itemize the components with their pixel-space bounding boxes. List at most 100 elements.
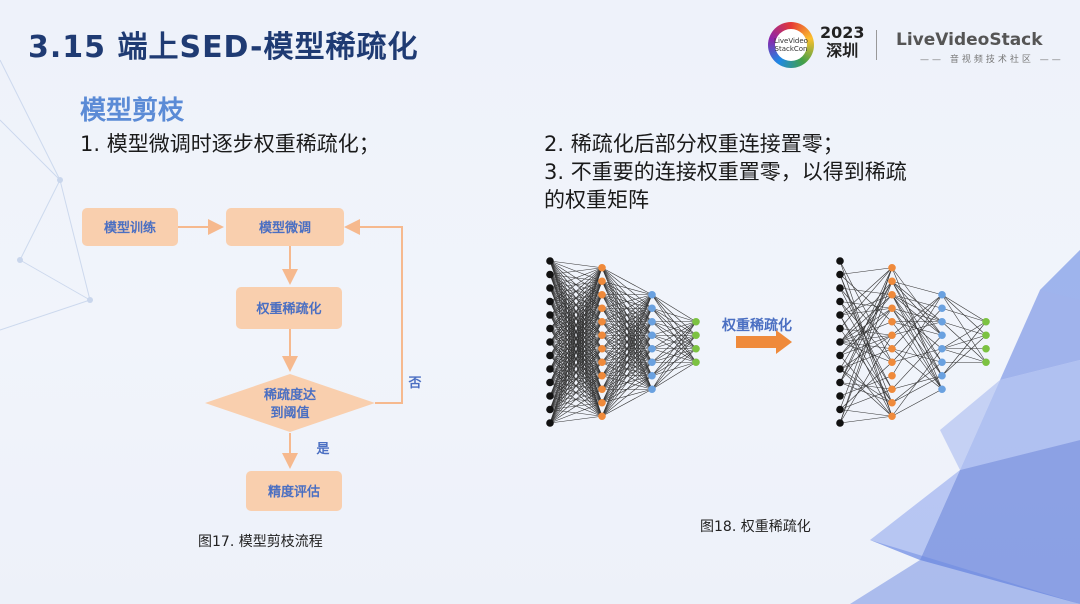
dense-neuron-1-2 (598, 290, 606, 299)
dense-neuron-0-9 (546, 378, 554, 387)
sparse-neuron-2-2 (938, 317, 946, 326)
dense-neuron-2-7 (648, 385, 656, 394)
dense-edge-2-7-0 (651, 321, 697, 390)
dense-edge-0-12-0 (549, 267, 603, 424)
sparse-edge-0-9-1 (839, 281, 893, 383)
sparse-neuron-1-3 (888, 304, 896, 313)
event-year: 2023 (820, 23, 865, 42)
dense-neuron-2-2 (648, 317, 656, 326)
sparse-edge-1-7-4 (891, 348, 943, 363)
dense-neuron-0-3 (546, 297, 554, 306)
label-model-training: 模型训练 (104, 220, 156, 236)
sparse-neuron-1-9 (888, 385, 896, 394)
sparse-edge-1-3-7 (891, 308, 943, 390)
dense-network-edges (549, 260, 697, 424)
sparse-neuron-0-8 (836, 365, 844, 373)
dense-edge-1-11-0 (601, 294, 653, 417)
flow-arrow-no-loop (344, 219, 403, 404)
sparse-edge-0-12-1 (839, 281, 893, 424)
sparse-edge-2-0-0 (941, 294, 987, 323)
dense-edge-2-6-0 (651, 321, 697, 376)
sparse-edge-0-12-5 (839, 335, 893, 424)
dense-neuron-2-0 (648, 290, 656, 299)
paragraph-2: 2. 稀疏化后部分权重连接置零； (544, 132, 844, 156)
dense-neuron-0-4 (546, 311, 554, 319)
dense-edge-1-5-0 (601, 294, 653, 336)
dense-edge-2-1-0 (651, 307, 697, 323)
label-yes: 是 (315, 442, 330, 457)
dense-edge-2-4-0 (651, 321, 697, 350)
label-sparsity-line2: 到阈值 (270, 405, 309, 421)
label-weight-sparsify: 权重稀疏化 (255, 301, 321, 317)
sparse-neuron-0-3 (836, 297, 844, 306)
dense-neuron-1-7 (598, 358, 606, 367)
sparse-edge-0-6-2 (839, 294, 893, 343)
sparse-edge-2-6-0 (941, 321, 987, 376)
dense-edge-0-2-0 (549, 267, 603, 289)
dense-neuron-0-2 (546, 284, 554, 292)
dense-edge-1-10-0 (601, 294, 653, 403)
dense-neuron-0-10 (546, 392, 554, 400)
dense-neuron-1-4 (598, 317, 606, 326)
sparse-neuron-1-11 (888, 412, 896, 421)
sparse-edge-1-5-0 (891, 294, 943, 336)
sparse-edge-0-11-7 (839, 362, 893, 410)
dense-edge-1-7-0 (601, 294, 653, 363)
dense-neuron-2-5 (648, 358, 656, 367)
dense-edge-0-12-2 (549, 294, 603, 424)
dense-edge-0-4-0 (549, 267, 603, 316)
event-city: 深圳 (826, 41, 859, 60)
dense-edge-1-3-0 (601, 294, 653, 309)
sparse-edge-0-12-11 (839, 415, 893, 424)
dense-neuron-0-0 (546, 257, 554, 265)
dense-neuron-3-2 (692, 344, 700, 353)
sparse-neuron-0-9 (836, 378, 844, 387)
sparse-neuron-0-2 (836, 284, 844, 292)
sparse-neuron-0-11 (836, 405, 844, 414)
sparse-neuron-1-7 (888, 358, 896, 367)
sparse-neuron-3-0 (982, 317, 990, 326)
dense-neuron-3-3 (692, 358, 700, 367)
dense-edge-0-12-1 (549, 281, 603, 424)
sparse-neuron-3-2 (982, 344, 990, 353)
sparse-neuron-0-7 (836, 351, 844, 360)
dense-neuron-0-6 (546, 338, 554, 346)
dense-neuron-2-1 (648, 304, 656, 313)
sparse-neuron-3-1 (982, 331, 990, 340)
sparse-neuron-3-3 (982, 358, 990, 367)
dense-edge-1-11-5 (601, 362, 653, 417)
sparse-edge-0-11-0 (839, 267, 893, 410)
dense-edge-0-6-0 (549, 267, 603, 343)
dense-edge-0-9-0 (549, 267, 603, 383)
node-accuracy-eval (246, 471, 342, 511)
dense-edge-0-10-0 (549, 267, 603, 397)
dense-neuron-0-12 (546, 419, 554, 427)
sparse-edge-1-11-7 (891, 388, 943, 417)
sparse-neuron-0-6 (836, 338, 844, 346)
event-year-city: 2023 深圳 (820, 24, 865, 60)
figure-17-caption: 图17. 模型剪枝流程 (198, 534, 323, 550)
node-model-training (82, 208, 178, 246)
dense-edge-1-11-1 (601, 308, 653, 417)
dense-neuron-1-8 (598, 371, 606, 380)
section-subtitle: 模型剪枝 (80, 96, 185, 126)
sparse-edge-0-12-0 (839, 267, 893, 424)
sparse-edge-0-9-0 (839, 267, 893, 383)
dense-neuron-1-0 (598, 263, 606, 272)
sparse-edge-1-11-4 (891, 348, 943, 417)
node-sparsity-decision (205, 374, 375, 432)
dense-edge-1-4-0 (601, 294, 653, 323)
dense-edge-0-12-9 (549, 388, 603, 424)
sparse-neuron-0-5 (836, 324, 844, 333)
dense-edge-0-3-0 (549, 267, 603, 302)
dense-edge-1-6-0 (601, 294, 653, 349)
dense-edge-1-0-0 (601, 267, 653, 296)
dense-neuron-1-1 (598, 277, 606, 286)
dense-edge-0-12-4 (549, 321, 603, 424)
dense-edge-1-11-2 (601, 321, 653, 417)
sparse-edge-2-4-1 (941, 334, 987, 350)
dense-edge-1-11-4 (601, 348, 653, 417)
sparse-network-nodes (836, 257, 990, 427)
logo-text: LiveVideo StackCon (774, 29, 808, 61)
